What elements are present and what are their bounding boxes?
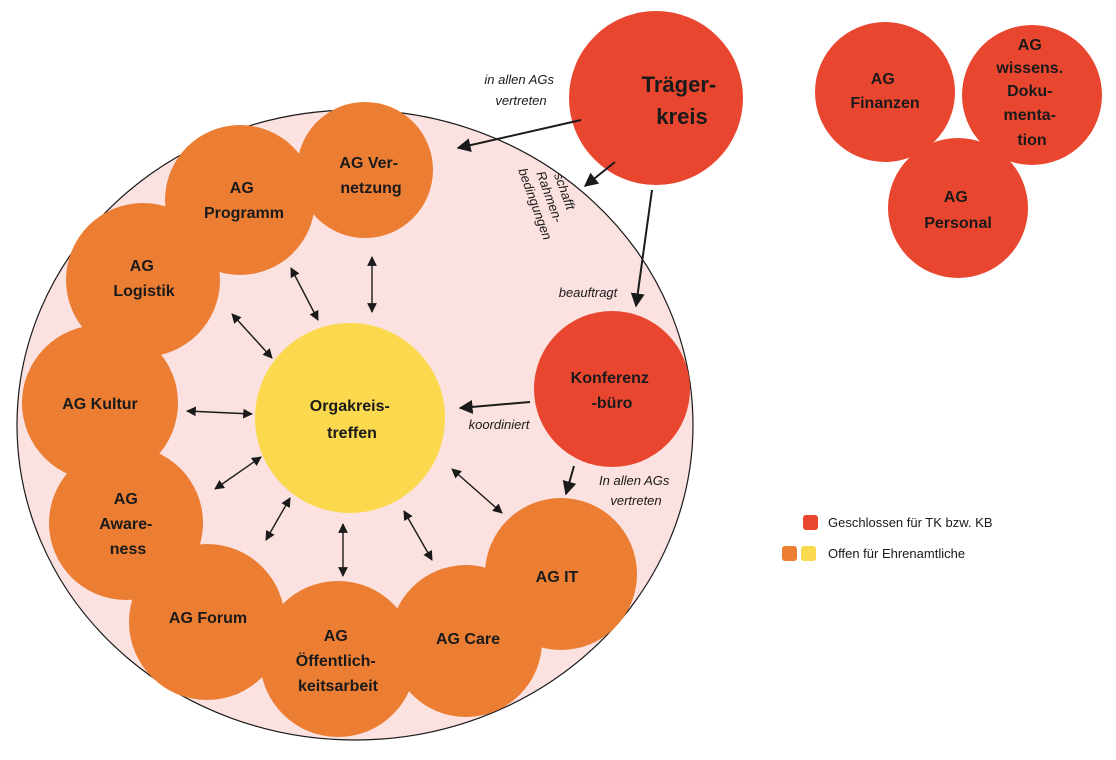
traegerkreis-label: Träger- kreis [642,72,723,129]
legend-open-label: Offen für Ehrenamtliche [828,546,965,561]
ag-forum-circle[interactable] [129,544,285,700]
ag-finanzen-label: AG Finanzen [850,71,919,112]
orgakreistreffen-label-line-1: Orgakreis- [310,398,390,415]
ag-personal-label: AG Personal [924,189,992,232]
ag-vernetzung-label-line-2: netzung [340,180,401,197]
edge-label-in-allen-ags-top-line-2: vertreten [495,93,546,108]
edge-label-in-allen-ags-bottom: In allen AGs vertreten [599,473,673,508]
konferenzbuero-circle[interactable] [534,311,690,467]
ag-oeffentlichkeitsarbeit-label-line-3: keitsarbeit [298,678,379,695]
traegerkreis-label-line-2: kreis [656,104,707,129]
ag-oeffentlichkeitsarbeit-label: AG Öffentlich- keitsarbeit [296,628,380,695]
orgakreistreffen-label: Orgakreis- treffen [310,398,395,442]
ag-awareness-label-line-3: ness [110,541,147,558]
arrow-orgakreis-awareness [214,456,262,490]
ag-wissens-doku-label-line-2: wissens. [995,60,1063,77]
ag-finanzen-circle[interactable] [815,22,955,162]
ag-personal-label-line-1: AG [944,189,968,206]
ag-programm-label-line-2: Programm [204,205,284,222]
ag-wissens-doku-label-line-3: Doku- [1007,83,1052,100]
ag-wissens-doku-circle[interactable] [962,25,1102,165]
arrow-konferenzbuero-to-orgakreis [458,399,531,414]
ag-care-label: AG Care [436,631,500,648]
edge-label-beauftragt: beauftragt [559,285,619,300]
ag-logistik-circle[interactable] [66,203,220,357]
ag-awareness-label-line-1: AG [114,491,138,508]
arrow-traegerkreis-rahmen [583,161,616,187]
ag-kultur-label-line-1: AG Kultur [62,396,138,413]
legend-open-swatch-orange [782,546,797,561]
ag-logistik-label: AG Logistik [113,258,174,300]
traegerkreis-label-line-1: Träger- [642,72,717,97]
ag-care-label-line-1: AG Care [436,631,500,648]
ag-vernetzung-label: AG Ver- netzung [339,155,402,197]
ag-forum-label: AG Forum [169,610,247,627]
konferenzbuero-label-line-1: Konferenz [571,370,649,387]
ag-programm-label-line-1: AG [230,180,254,197]
ag-wissens-doku-label-line-1: AG [1018,37,1042,54]
ag-it-circle[interactable] [485,498,637,650]
edge-label-in-allen-ags-top-line-1: in allen AGs [484,72,554,87]
ag-oeffentlichkeitsarbeit-label-line-2: Öffentlich- [296,651,376,670]
ag-wissens-doku-label-line-5: tion [1017,132,1046,149]
edge-label-in-allen-ags-bottom-line-2: vertreten [610,493,661,508]
ag-personal-label-line-2: Personal [924,215,992,232]
ag-awareness-label: AG Aware- ness [99,491,157,558]
ag-programm-label: AG Programm [204,180,284,222]
arrow-traegerkreis-to-konferenzbuero [630,189,653,308]
ag-forum-label-line-1: AG Forum [169,610,247,627]
ag-logistik-label-line-1: AG [130,258,154,275]
arrow-orgakreis-care [403,510,433,561]
ag-finanzen-label-line-1: AG [871,71,895,88]
ag-oeffentlichkeitsarbeit-label-line-1: AG [324,628,348,645]
ag-logistik-label-line-2: Logistik [113,283,174,300]
ag-wissens-doku-label: AG wissens. Doku- menta- tion [995,37,1067,149]
arrow-traegerkreis-to-vernetzung [456,119,582,153]
arrow-orgakreis-it [451,468,503,514]
arrow-orgakreis-logistik [231,313,273,359]
ag-oeffentlichkeitsarbeit-circle[interactable] [260,581,416,737]
legend-open-swatch-yellow [801,546,816,561]
edge-label-koordiniert: koordiniert [469,417,531,432]
konferenzbuero-label-line-2: -büro [592,395,633,412]
edge-label-in-allen-ags-bottom-line-1: In allen AGs [599,473,670,488]
ag-personal-circle[interactable] [888,138,1028,278]
orgakreistreffen-label-line-2: treffen [327,425,377,442]
arrow-orgakreis-programm [290,267,319,321]
arrow-konferenzbuero-to-it [562,465,577,496]
ag-awareness-label-line-2: Aware- [99,516,152,533]
legend-closed-label: Geschlossen für TK bzw. KB [828,515,993,530]
legend: Geschlossen für TK bzw. KB Offen für Ehr… [782,515,993,561]
ag-kultur-label: AG Kultur [62,396,138,413]
konferenzbuero-label: Konferenz -büro [571,370,654,412]
ag-finanzen-label-line-2: Finanzen [850,95,919,112]
ag-it-label: AG IT [536,569,579,586]
ag-vernetzung-circle[interactable] [297,102,433,238]
ag-kultur-circle[interactable] [22,325,178,481]
ag-wissens-doku-label-line-4: menta- [1004,107,1056,124]
arrow-orgakreis-forum [265,497,291,541]
orgakreistreffen-circle[interactable] [255,323,445,513]
ag-it-label-line-1: AG IT [536,569,579,586]
legend-closed-swatch [803,515,818,530]
arrow-orgakreis-kultur [186,406,253,419]
ag-vernetzung-label-line-1: AG Ver- [339,155,398,172]
traegerkreis-circle[interactable] [569,11,743,185]
edge-label-in-allen-ags-top: in allen AGs vertreten [484,72,557,108]
